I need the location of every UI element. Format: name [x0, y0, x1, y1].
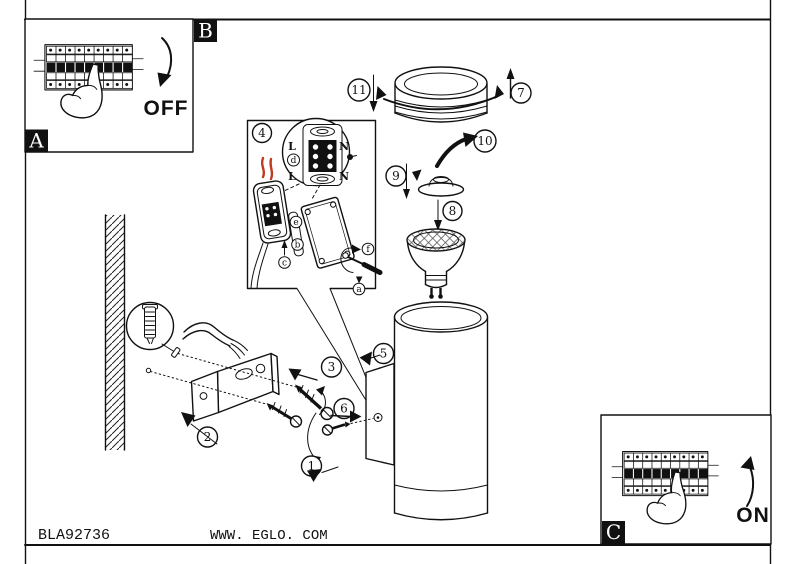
- svg-text:1: 1: [308, 459, 316, 473]
- supply-cable: [182, 322, 248, 359]
- letter-d-badge: d: [287, 153, 300, 167]
- step-6-badge: 6: [333, 397, 355, 420]
- arrow-6-icon: [330, 410, 362, 423]
- arrow-2-icon: [181, 412, 218, 445]
- arrow-down-11-icon: [369, 74, 378, 112]
- terminal-magnifier: L N L N d: [281, 117, 357, 187]
- step-3-badge: 3: [320, 356, 343, 378]
- svg-text:d: d: [291, 156, 297, 166]
- lamp-gasket: [417, 176, 465, 197]
- red-wires: [260, 156, 274, 181]
- cover-plate: [300, 196, 355, 269]
- svg-text:11: 11: [351, 83, 366, 97]
- letter-f-badge: f: [361, 242, 375, 256]
- wall: [104, 214, 126, 451]
- drill-hole: [145, 367, 152, 374]
- arrow-down-8-icon: [434, 199, 442, 231]
- mains-cable: [250, 242, 269, 289]
- letter-c-badge: c: [278, 240, 291, 269]
- breaker-panel-icon: [611, 451, 719, 497]
- wall-anchor-icon: [171, 347, 181, 358]
- screwdriver-icon: [340, 244, 383, 284]
- svg-text:f: f: [366, 245, 370, 255]
- svg-text:c: c: [282, 259, 287, 269]
- inset-power-off: OFF A: [24, 18, 194, 153]
- step-11-badge: 11: [347, 78, 371, 102]
- junction-box: [252, 180, 292, 244]
- inset-c-badge: [602, 521, 625, 544]
- side-screw-icon: [321, 418, 374, 436]
- mounting-bracket: [190, 352, 280, 422]
- arrow-up-7-icon: [506, 68, 515, 99]
- inset-c-label: C: [606, 520, 621, 544]
- panel-b-badge: [194, 19, 217, 42]
- off-label: OFF: [144, 97, 189, 120]
- svg-text:8: 8: [449, 204, 457, 218]
- letter-b-badge: b: [291, 238, 304, 251]
- letter-a-badge: a: [352, 282, 366, 296]
- terminal-l-bottom: L: [288, 170, 296, 183]
- arrow-5-icon: [359, 351, 381, 366]
- step-10-badge: 10: [473, 129, 497, 153]
- lamp-body: [365, 301, 489, 521]
- panel-b-label: B: [198, 19, 213, 43]
- wood-screw-upper: [295, 384, 334, 421]
- gu10-bulb: [406, 228, 466, 299]
- wiring-detail-box: 4 L N L N d: [246, 117, 383, 402]
- svg-text:9: 9: [392, 169, 400, 183]
- svg-text:5: 5: [380, 347, 388, 361]
- screw-axis-lines: [150, 353, 297, 405]
- svg-text:e: e: [293, 218, 298, 228]
- on-label: ON: [736, 504, 770, 527]
- wood-screw-lower: [266, 402, 303, 428]
- inset-a-badge: [25, 129, 48, 152]
- panel-b: B: [194, 19, 217, 43]
- website: WWW. EGLO. COM: [210, 528, 328, 544]
- step-5-badge: 5: [372, 342, 395, 365]
- inset-a-label: A: [28, 129, 44, 153]
- arrow-3-icon: [288, 368, 326, 415]
- terminal-n-top: N: [339, 140, 349, 153]
- lamp-cap: [394, 66, 488, 123]
- arrow-down-9-icon: [403, 163, 422, 199]
- svg-text:10: 10: [477, 134, 492, 148]
- curved-arrow-10-icon: [435, 132, 478, 168]
- arrow-1-icon: [307, 466, 339, 482]
- off-arrow-icon: [157, 37, 173, 87]
- terminal-l-top: L: [288, 140, 296, 153]
- svg-text:6: 6: [340, 402, 348, 416]
- wallplug-magnifier: [125, 301, 175, 352]
- letter-e-badge: e: [289, 215, 303, 229]
- svg-text:7: 7: [517, 86, 525, 100]
- step-7-badge: 7: [510, 82, 532, 104]
- step-4-badge: 4: [251, 122, 273, 144]
- step-9-badge: 9: [385, 165, 407, 187]
- terminal-n-bottom: N: [339, 170, 349, 183]
- svg-text:3: 3: [328, 360, 336, 374]
- twist-arrow-cap-icon: [376, 85, 504, 111]
- svg-text:4: 4: [258, 126, 266, 140]
- on-arrow-icon: [740, 456, 755, 507]
- inset-power-on: ON C: [600, 414, 772, 545]
- product-code: BLA92736: [38, 527, 110, 544]
- svg-text:a: a: [356, 285, 362, 295]
- step-8-badge: 8: [442, 200, 463, 222]
- svg-text:b: b: [295, 241, 301, 251]
